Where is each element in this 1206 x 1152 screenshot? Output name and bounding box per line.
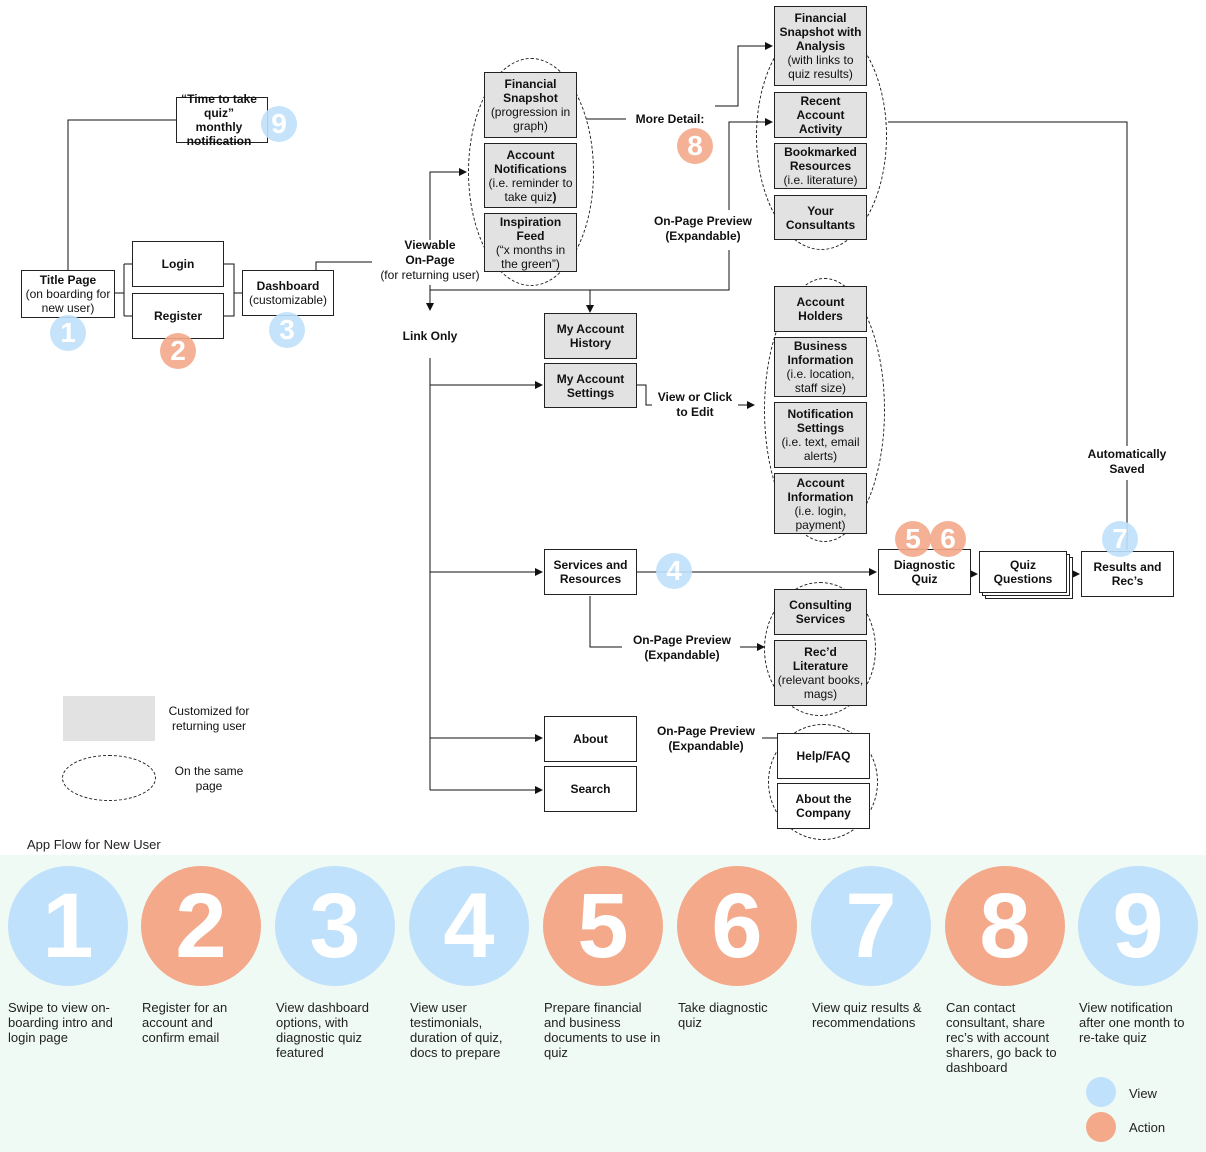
- legend-action-label: Action: [1129, 1120, 1166, 1135]
- link-only-label: Link Only: [402, 329, 458, 343]
- badge-8: 8: [677, 128, 713, 164]
- step-4-text: View user testimonials, duration of quiz…: [410, 1000, 503, 1060]
- my-account-settings-box[interactable]: My Account Settings: [544, 363, 637, 408]
- recd-literature-sub: (relevant books, mags): [777, 673, 864, 701]
- badge-5: 5: [895, 521, 931, 557]
- same-page-oval-settings: [764, 278, 885, 542]
- badge-9: 9: [261, 106, 297, 142]
- step-8-text: Can contact consultant, share rec’s with…: [946, 1000, 1057, 1075]
- account-notifications-sub: (i.e. reminder to take quiz): [488, 175, 573, 204]
- about-company-box[interactable]: About the Company: [777, 783, 870, 829]
- financial-snapshot-analysis-box[interactable]: Financial Snapshot with Analysis (with l…: [774, 6, 867, 86]
- legend-customized-label: Customized for returning user: [168, 704, 250, 733]
- financial-snapshot-analysis-sub: (with links to quiz results): [787, 53, 854, 81]
- viewable-on-page-label: Viewable On-Page (for returning user): [380, 238, 480, 282]
- diagnostic-quiz-box[interactable]: Diagnostic Quiz: [878, 549, 971, 595]
- inspiration-feed-box[interactable]: Inspiration Feed (“x months in the green…: [484, 213, 577, 272]
- business-information-box[interactable]: Business Information (i.e. location, sta…: [774, 337, 867, 397]
- badge-7: 7: [1102, 521, 1138, 557]
- onpage-preview-label-top: On-Page Preview (Expandable): [653, 214, 753, 243]
- title-page-sub: (on boarding for new user): [25, 287, 111, 315]
- financial-snapshot-box[interactable]: Financial Snapshot (progression in graph…: [484, 72, 577, 138]
- title-page-box[interactable]: Title Page (on boarding for new user): [21, 270, 115, 318]
- register-box[interactable]: Register: [132, 293, 224, 339]
- legend-gray-swatch: [63, 696, 155, 741]
- account-notifications-title: Account Notifications: [494, 147, 567, 176]
- business-information-sub: (i.e. location, staff size): [786, 367, 855, 395]
- recd-literature-title: Rec’d Literature: [792, 645, 849, 673]
- same-page-oval-about: [768, 724, 878, 840]
- badge-4: 4: [656, 553, 692, 589]
- step-7-text: View quiz results & recommendations: [812, 1000, 922, 1030]
- badge-2: 2: [160, 333, 196, 369]
- services-resources-box[interactable]: Services and Resources: [544, 549, 637, 595]
- legend-view-dot: [1086, 1077, 1116, 1107]
- view-or-click-label: View or Click to Edit: [657, 390, 733, 419]
- step-9-circle: 9: [1078, 866, 1198, 986]
- dashboard-title: Dashboard: [256, 279, 320, 293]
- account-notifications-box[interactable]: Account Notifications (i.e. reminder to …: [484, 143, 577, 208]
- step-7-circle: 7: [811, 866, 931, 986]
- badge-3: 3: [269, 312, 305, 348]
- quiz-questions-box[interactable]: Quiz Questions: [979, 551, 1067, 593]
- bookmarked-resources-sub: (i.e. literature): [783, 173, 858, 187]
- step-6-circle: 6: [677, 866, 797, 986]
- auto-saved-label: Automatically Saved: [1087, 447, 1167, 476]
- financial-snapshot-title: Financial Snapshot: [503, 77, 558, 105]
- step-1-circle: 1: [8, 866, 128, 986]
- badge-6: 6: [930, 521, 966, 557]
- inspiration-feed-title: Inspiration Feed: [499, 214, 562, 243]
- bottom-heading: App Flow for New User: [27, 837, 161, 852]
- step-6-text: Take diagnostic quiz: [678, 1000, 768, 1030]
- my-account-history-box[interactable]: My Account History: [544, 313, 637, 359]
- consulting-services-box[interactable]: Consulting Services: [774, 589, 867, 635]
- badge-1: 1: [50, 315, 86, 351]
- step-5-circle: 5: [543, 866, 663, 986]
- legend-same-page-label: On the same page: [174, 764, 244, 793]
- step-9-text: View notification after one month to re-…: [1079, 1000, 1185, 1045]
- notification-settings-title: Notification Settings: [787, 407, 854, 435]
- search-box[interactable]: Search: [544, 766, 637, 812]
- step-2-text: Register for an account and confirm emai…: [142, 1000, 228, 1045]
- recent-account-activity-box[interactable]: Recent Account Activity: [774, 92, 867, 138]
- dashboard-sub: (customizable): [248, 293, 328, 307]
- step-1-text: Swipe to view on-boarding intro and logi…: [8, 1000, 113, 1045]
- financial-snapshot-analysis-title: Financial Snapshot with Analysis: [779, 11, 862, 53]
- notification-settings-sub: (i.e. text, email alerts): [781, 435, 860, 463]
- login-box[interactable]: Login: [132, 241, 224, 287]
- notification-settings-box[interactable]: Notification Settings (i.e. text, email …: [774, 402, 867, 468]
- step-4-circle: 4: [409, 866, 529, 986]
- same-page-oval-dashboard-panel: [468, 58, 594, 286]
- legend-action-dot: [1086, 1112, 1116, 1142]
- more-detail-label: More Detail:: [635, 112, 705, 126]
- results-recs-box[interactable]: Results and Rec’s: [1081, 551, 1174, 597]
- bookmarked-resources-title: Bookmarked Resources: [784, 145, 857, 173]
- account-information-sub: (i.e. login, payment): [794, 503, 847, 532]
- step-5-text: Prepare financial and business documents…: [544, 1000, 661, 1060]
- legend-view-label: View: [1129, 1086, 1157, 1101]
- step-2-circle: 2: [141, 866, 261, 986]
- onpage-preview-label-services: On-Page Preview (Expandable): [632, 633, 732, 662]
- step-3-circle: 3: [275, 866, 395, 986]
- account-information-title: Account Information: [787, 475, 854, 504]
- account-information-box[interactable]: Account Information (i.e. login, payment…: [774, 473, 867, 534]
- bookmarked-resources-box[interactable]: Bookmarked Resources (i.e. literature): [774, 143, 867, 189]
- recd-literature-box[interactable]: Rec’d Literature (relevant books, mags): [774, 640, 867, 706]
- account-holders-box[interactable]: Account Holders: [774, 286, 867, 332]
- financial-snapshot-sub: (progression in graph): [490, 105, 571, 133]
- onpage-preview-label-about: On-Page Preview (Expandable): [656, 724, 756, 753]
- business-information-title: Business Information: [787, 339, 854, 367]
- inspiration-feed-sub: (“x months in the green”): [495, 242, 566, 271]
- notification-box[interactable]: “Time to take quiz” monthly notification: [176, 92, 268, 148]
- step-3-text: View dashboard options, with diagnostic …: [276, 1000, 369, 1060]
- step-8-circle: 8: [945, 866, 1065, 986]
- legend-dashed-oval: [62, 755, 156, 801]
- about-box[interactable]: About: [544, 716, 637, 762]
- dashboard-box[interactable]: Dashboard (customizable): [242, 270, 334, 316]
- your-consultants-box[interactable]: Your Consultants: [774, 195, 867, 240]
- title-page-title: Title Page: [39, 273, 97, 287]
- same-page-oval-services: [764, 582, 876, 716]
- help-faq-box[interactable]: Help/FAQ: [777, 733, 870, 779]
